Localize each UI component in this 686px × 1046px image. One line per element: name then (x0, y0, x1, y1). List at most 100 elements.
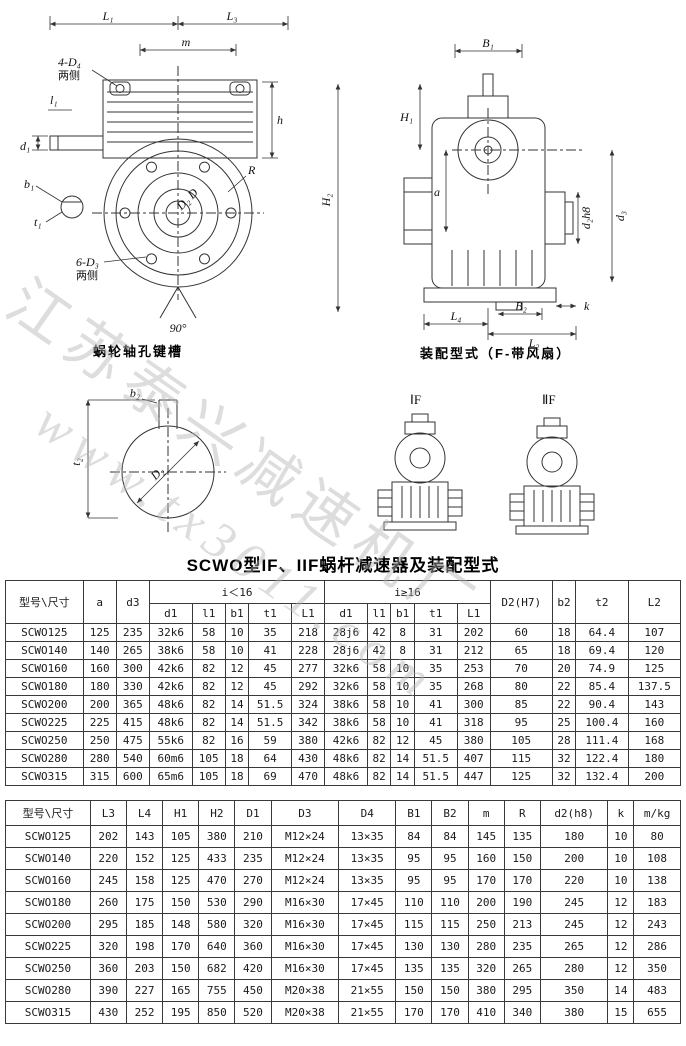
value-cell: 41 (413, 695, 458, 714)
value-cell: 12 (607, 935, 635, 958)
value-cell: 48k6 (324, 767, 368, 786)
value-cell: 58 (366, 659, 392, 678)
value-cell: 165 (162, 979, 200, 1002)
value-cell: 21×55 (338, 979, 397, 1002)
value-cell: 38k6 (324, 695, 368, 714)
value-cell: 245 (89, 869, 127, 892)
value-cell: 14 (224, 713, 250, 732)
value-cell: 330 (115, 677, 150, 696)
page-title: SCWO型IF、IIF蜗杆减速器及装配型式 (186, 556, 500, 575)
value-cell: 365 (115, 695, 150, 714)
model-cell: SCWO280 (5, 749, 84, 768)
column-header: d1 (148, 603, 193, 624)
value-cell: 42 (366, 641, 392, 660)
column-header: B2 (431, 800, 469, 826)
value-cell: 82 (191, 659, 226, 678)
value-cell: 31 (413, 623, 458, 642)
value-cell: 203 (125, 957, 164, 980)
dim-label-H1: H₁ (399, 110, 413, 124)
value-cell: 135 (395, 957, 433, 980)
value-cell: 430 (89, 1001, 127, 1024)
value-cell: 45 (248, 659, 293, 678)
value-cell: 268 (456, 677, 491, 696)
value-cell: 22 (551, 677, 577, 696)
value-cell: 122.4 (575, 749, 629, 768)
front-view-dimensions: L₁ L₃ m 4-D₄ 两侧 l₁ d₁ b₁ t₁ 6-D₃ 两侧 h R (20, 9, 289, 359)
value-cell: 295 (503, 979, 541, 1002)
value-cell: 320 (89, 935, 127, 958)
value-cell: 137.5 (627, 677, 682, 696)
value-cell: 111.4 (575, 731, 629, 750)
value-cell: 320 (467, 957, 505, 980)
value-cell: M16×30 (270, 935, 340, 958)
column-header: D3 (270, 800, 340, 826)
column-header: k (607, 800, 635, 826)
value-cell: 28j6 (324, 641, 368, 660)
value-cell: 682 (198, 957, 236, 980)
value-cell: 38k6 (148, 641, 193, 660)
value-cell: 286 (633, 935, 681, 958)
value-cell: 41 (413, 713, 458, 732)
value-cell: 520 (234, 1001, 272, 1024)
value-cell: 168 (627, 731, 682, 750)
value-cell: 84 (395, 825, 433, 848)
value-cell: 105 (162, 825, 200, 848)
value-cell: 265 (503, 957, 541, 980)
model-cell: SCWO315 (5, 767, 84, 786)
value-cell: 170 (467, 869, 505, 892)
value-cell: 51.5 (413, 767, 458, 786)
column-header: a (82, 580, 117, 624)
value-cell: 32k6 (324, 677, 368, 696)
value-cell: 170 (395, 1001, 433, 1024)
value-cell: 10 (607, 869, 635, 892)
value-cell: 530 (198, 891, 236, 914)
value-cell: 183 (633, 891, 681, 914)
column-header: H1 (162, 800, 200, 826)
value-cell: 10 (224, 623, 250, 642)
value-cell: 180 (627, 749, 682, 768)
value-cell: 475 (115, 731, 150, 750)
value-cell: 8 (390, 641, 415, 660)
value-cell: 135 (431, 957, 469, 980)
model-cell: SCWO280 (5, 979, 91, 1002)
value-cell: 290 (234, 891, 272, 914)
dim-label-D2-D: D₂ D (173, 185, 201, 213)
front-view-drawing (49, 66, 264, 319)
value-cell: 340 (503, 1001, 541, 1024)
value-cell: 200 (627, 767, 682, 786)
value-cell: 227 (125, 979, 164, 1002)
column-header: t1 (413, 603, 458, 624)
column-header: t2 (575, 580, 629, 624)
value-cell: 292 (291, 677, 326, 696)
value-cell: 380 (456, 731, 491, 750)
dim-label-m: m (182, 35, 191, 49)
value-cell: M20×38 (270, 1001, 340, 1024)
value-cell: 95 (431, 847, 469, 870)
dim-label-b1: b₁ (24, 177, 34, 191)
dim-label-H2: H₂ (319, 194, 333, 208)
column-header: L3 (89, 800, 127, 826)
column-header: m/kg (633, 800, 681, 826)
value-cell: 430 (291, 749, 326, 768)
value-cell: 82 (191, 713, 226, 732)
model-cell: SCWO125 (5, 825, 91, 848)
column-header: b1 (224, 603, 250, 624)
value-cell: 152 (125, 847, 164, 870)
value-cell: 42k6 (148, 659, 193, 678)
value-cell: 470 (198, 869, 236, 892)
value-cell: 158 (125, 869, 164, 892)
value-cell: 277 (291, 659, 326, 678)
value-cell: 13×35 (338, 847, 397, 870)
value-cell: 160 (82, 659, 117, 678)
column-header: L2 (627, 580, 682, 624)
model-cell: SCWO315 (5, 1001, 91, 1024)
model-cell: SCWO180 (5, 891, 91, 914)
value-cell: 12 (390, 731, 415, 750)
value-cell: 300 (115, 659, 150, 678)
